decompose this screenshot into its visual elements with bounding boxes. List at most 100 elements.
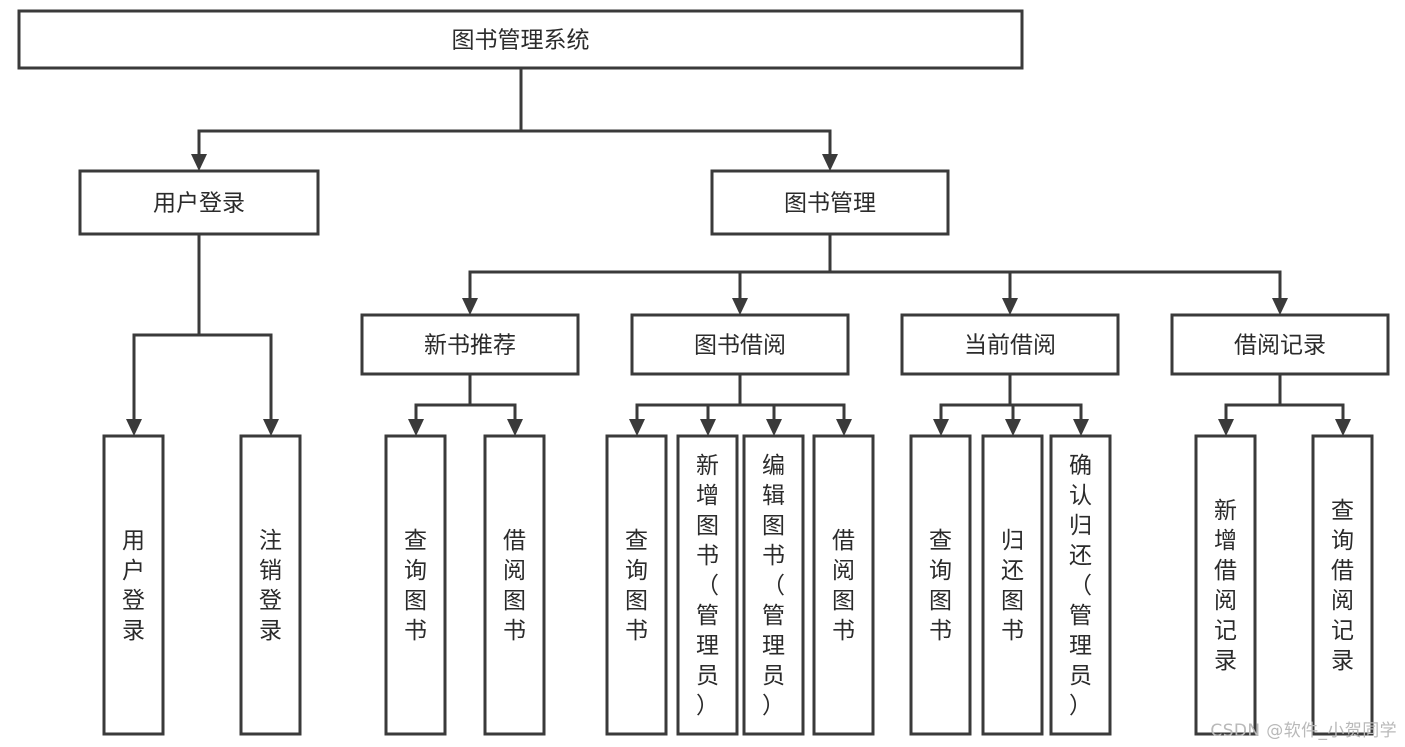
node-box[interactable] bbox=[1049, 434, 1112, 736]
node-box[interactable] bbox=[981, 434, 1044, 736]
node-book-borrow[interactable]: 图书借阅 bbox=[630, 313, 850, 376]
arrow-head-icon bbox=[191, 154, 207, 171]
node-leaf-edit-book[interactable]: 编辑图书（管理员） bbox=[742, 434, 805, 736]
connector-edge-current-query bbox=[933, 374, 1012, 436]
node-box[interactable] bbox=[239, 434, 302, 736]
node-box[interactable] bbox=[1311, 434, 1374, 736]
node-leaf-return-book[interactable]: 归还图书 bbox=[981, 434, 1044, 736]
connector-edge-current-confirm bbox=[1008, 374, 1089, 436]
node-box[interactable] bbox=[812, 434, 875, 736]
node-label: 图书管理系统 bbox=[452, 28, 590, 54]
node-label: 查询图书 bbox=[404, 528, 427, 644]
node-book-manage[interactable]: 图书管理 bbox=[710, 169, 950, 236]
connector-edge-bookmanage-record bbox=[828, 234, 1288, 315]
node-leaf-borrow-book-1[interactable]: 借阅图书 bbox=[483, 434, 546, 736]
node-label: 编辑图书（管理员） bbox=[762, 453, 785, 719]
node-leaf-borrow-book-2[interactable]: 借阅图书 bbox=[812, 434, 875, 736]
connector-edge-bookmanage-borrow bbox=[732, 234, 832, 315]
connector-edge-bookmanage-current bbox=[828, 234, 1018, 315]
node-box[interactable] bbox=[710, 169, 950, 236]
arrow-head-icon bbox=[700, 419, 716, 436]
node-leaf-logout[interactable]: 注销登录 bbox=[239, 434, 302, 736]
arrow-head-icon bbox=[1073, 419, 1089, 436]
node-box[interactable] bbox=[483, 434, 546, 736]
connector-edge-root-bookmanage bbox=[519, 68, 838, 171]
connector-line bbox=[939, 374, 1012, 419]
node-label: 新增借阅记录 bbox=[1214, 498, 1237, 674]
node-box[interactable] bbox=[1170, 313, 1390, 376]
connector-edge-record-query bbox=[1278, 374, 1351, 436]
node-box[interactable] bbox=[78, 169, 320, 236]
node-user-login[interactable]: 用户登录 bbox=[78, 169, 320, 236]
connector-edge-record-add bbox=[1218, 374, 1282, 436]
node-box[interactable] bbox=[360, 313, 580, 376]
connector-line bbox=[414, 374, 472, 419]
node-box[interactable] bbox=[102, 434, 165, 736]
node-leaf-query-record[interactable]: 查询借阅记录 bbox=[1311, 434, 1374, 736]
connector-line bbox=[1278, 374, 1345, 419]
node-label: 用户登录 bbox=[153, 191, 245, 217]
node-borrow-record[interactable]: 借阅记录 bbox=[1170, 313, 1390, 376]
arrow-head-icon bbox=[1005, 419, 1021, 436]
connector-line bbox=[519, 68, 832, 154]
node-leaf-user-login[interactable]: 用户登录 bbox=[102, 434, 165, 736]
arrow-head-icon bbox=[126, 419, 142, 436]
connector-line bbox=[468, 234, 832, 298]
node-leaf-add-record[interactable]: 新增借阅记录 bbox=[1194, 434, 1257, 736]
arrow-head-icon bbox=[1335, 419, 1351, 436]
node-label: 图书借阅 bbox=[694, 333, 786, 359]
connector-line bbox=[1008, 374, 1083, 419]
connector-line bbox=[132, 234, 201, 419]
connector-edge-userlogin-leaf1 bbox=[126, 234, 201, 436]
node-label: 借阅记录 bbox=[1234, 333, 1326, 359]
connector-line bbox=[197, 234, 273, 419]
arrow-head-icon bbox=[766, 419, 782, 436]
connector-edge-root-userlogin bbox=[191, 68, 523, 171]
arrow-head-icon bbox=[822, 154, 838, 171]
node-box[interactable] bbox=[17, 9, 1024, 70]
connector-line bbox=[738, 234, 832, 298]
node-label: 当前借阅 bbox=[964, 333, 1056, 359]
node-leaf-confirm-return[interactable]: 确认归还（管理员） bbox=[1049, 434, 1112, 736]
node-box[interactable] bbox=[605, 434, 668, 736]
arrow-head-icon bbox=[462, 298, 478, 315]
node-current-borrow[interactable]: 当前借阅 bbox=[900, 313, 1120, 376]
connector-line bbox=[738, 374, 846, 419]
node-leaf-add-book[interactable]: 新增图书（管理员） bbox=[676, 434, 739, 736]
node-label: 新书推荐 bbox=[424, 333, 516, 359]
arrow-head-icon bbox=[1002, 298, 1018, 315]
node-label: 用户登录 bbox=[122, 528, 145, 644]
connector-line bbox=[706, 374, 742, 419]
node-label: 借阅图书 bbox=[503, 528, 526, 644]
node-box[interactable] bbox=[676, 434, 739, 736]
node-box[interactable] bbox=[1194, 434, 1257, 736]
csdn-watermark: CSDN @软件_小贺同学 bbox=[1210, 721, 1397, 741]
node-label: 归还图书 bbox=[1001, 528, 1024, 644]
node-label: 查询图书 bbox=[929, 528, 952, 644]
node-new-book-rec[interactable]: 新书推荐 bbox=[360, 313, 580, 376]
node-leaf-query-book-3[interactable]: 查询图书 bbox=[909, 434, 972, 736]
connector-line bbox=[197, 68, 523, 154]
connectors-layer bbox=[126, 68, 1351, 436]
connector-line bbox=[1224, 374, 1282, 419]
node-box[interactable] bbox=[384, 434, 447, 736]
node-leaf-query-book-2[interactable]: 查询图书 bbox=[605, 434, 668, 736]
node-box[interactable] bbox=[900, 313, 1120, 376]
node-root[interactable]: 图书管理系统 bbox=[17, 9, 1024, 70]
node-box[interactable] bbox=[742, 434, 805, 736]
node-label: 图书管理 bbox=[784, 191, 876, 217]
node-leaf-query-book-1[interactable]: 查询图书 bbox=[384, 434, 447, 736]
connector-edge-newbook-borrow bbox=[468, 374, 523, 436]
connector-line bbox=[828, 234, 1282, 298]
connector-edge-newbook-query bbox=[408, 374, 472, 436]
arrow-head-icon bbox=[629, 419, 645, 436]
arrow-head-icon bbox=[1218, 419, 1234, 436]
arrow-head-icon bbox=[263, 419, 279, 436]
node-box[interactable] bbox=[630, 313, 850, 376]
arrow-head-icon bbox=[836, 419, 852, 436]
node-box[interactable] bbox=[909, 434, 972, 736]
node-label: 新增图书（管理员） bbox=[696, 453, 719, 719]
connector-edge-bookmanage-newbook bbox=[462, 234, 832, 315]
